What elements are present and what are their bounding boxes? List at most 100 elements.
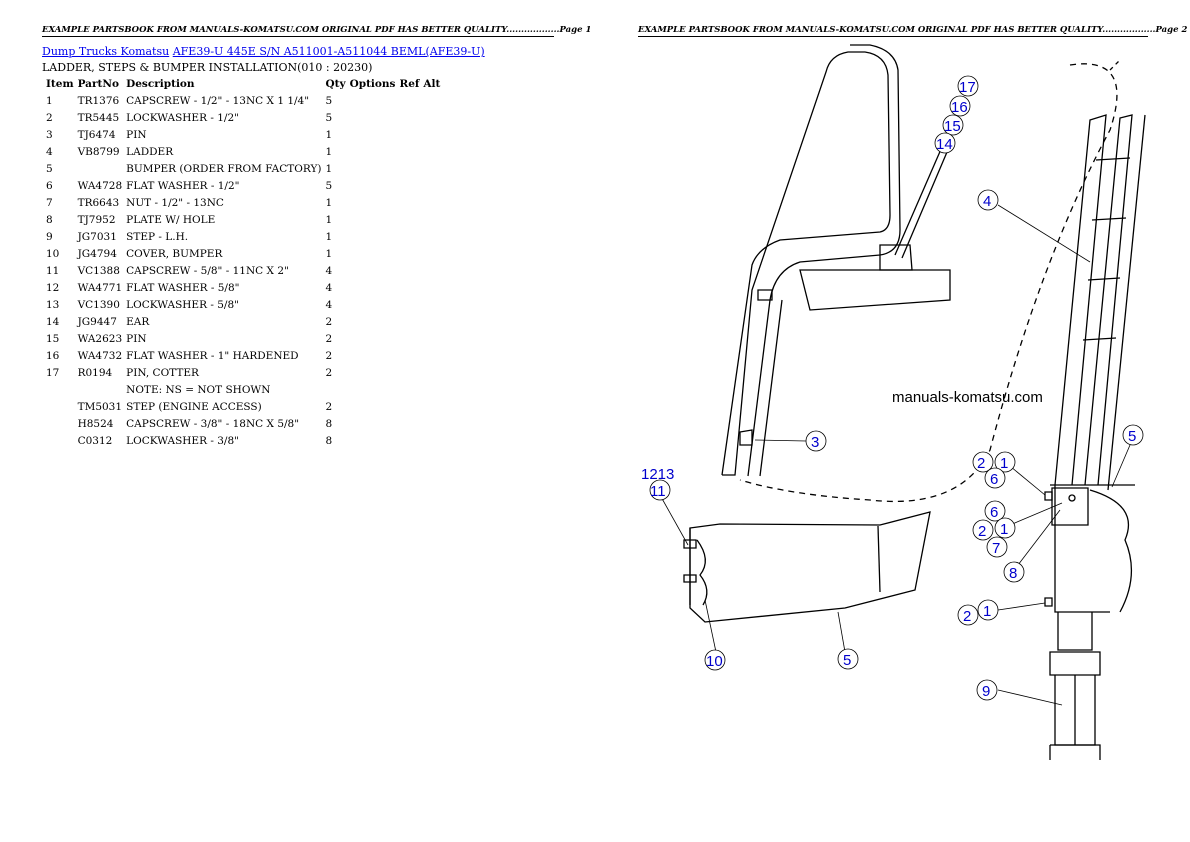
cell-partno: JG7031 bbox=[77, 230, 117, 243]
cell-empty bbox=[397, 262, 421, 279]
cell-empty bbox=[348, 194, 398, 211]
cell-partno: TR6643 bbox=[77, 196, 120, 209]
cell-empty bbox=[421, 92, 447, 109]
cell-empty bbox=[348, 126, 398, 143]
cell-qty: 4 bbox=[325, 281, 333, 294]
callout-numbers: 17 16 15 14 4 3 1213 11 10 5 5 2 1 6 6 2… bbox=[641, 79, 1136, 700]
cell-empty bbox=[421, 228, 447, 245]
callout-16: 16 bbox=[951, 99, 968, 116]
col-partno: PartNo bbox=[77, 78, 119, 90]
bumper-drawing bbox=[683, 511, 931, 623]
cell-item bbox=[44, 381, 76, 398]
cell-description: BUMPER (ORDER FROM FACTORY) bbox=[126, 162, 322, 175]
cell-qty: 1 bbox=[325, 213, 333, 226]
cell-empty bbox=[348, 364, 398, 381]
callout-2-middle: 2 bbox=[978, 523, 986, 540]
cell-partno: JG4794 bbox=[77, 247, 117, 260]
cell-qty: 2 bbox=[325, 400, 333, 413]
callout-1-upper: 1 bbox=[1000, 455, 1008, 472]
callout-5-bumper: 5 bbox=[843, 652, 851, 669]
cell-item: 13 bbox=[46, 298, 60, 311]
col-item: Item bbox=[46, 78, 74, 90]
cell-empty bbox=[397, 143, 421, 160]
cell-empty bbox=[397, 330, 421, 347]
cell-empty bbox=[348, 398, 398, 415]
col-description: Description bbox=[126, 78, 195, 90]
cell-qty: 1 bbox=[325, 247, 333, 260]
cell-partno: VB8799 bbox=[77, 145, 120, 158]
callout-12-13: 1213 bbox=[641, 466, 674, 483]
breadcrumb-link-model[interactable]: AFE39-U 445E S/N A511001-A511044 BEML(AF… bbox=[172, 45, 485, 58]
cell-partno bbox=[76, 381, 125, 398]
callout-2-upper: 2 bbox=[977, 455, 985, 472]
cell-empty bbox=[348, 160, 398, 177]
cell-partno: TR5445 bbox=[77, 111, 120, 124]
cell-empty bbox=[397, 296, 421, 313]
callout-2-lower: 2 bbox=[963, 608, 971, 625]
cell-partno: VC1390 bbox=[77, 298, 120, 311]
cell-item: 2 bbox=[46, 111, 53, 124]
cell-description: PIN, COTTER bbox=[126, 366, 199, 379]
cell-description: FLAT WASHER - 5/8" bbox=[126, 281, 240, 294]
cell-item: 12 bbox=[46, 281, 60, 294]
callout-9: 9 bbox=[982, 683, 990, 700]
cell-qty: 1 bbox=[325, 162, 333, 175]
cell-empty bbox=[397, 398, 421, 415]
cell-partno: H8524 bbox=[77, 417, 114, 430]
breadcrumb: Dump Trucks Komatsu AFE39-U 445E S/N A51… bbox=[42, 45, 485, 58]
cell-empty bbox=[397, 432, 421, 449]
cell-empty bbox=[421, 432, 447, 449]
cell-partno: WA4728 bbox=[77, 179, 123, 192]
cell-empty bbox=[348, 228, 398, 245]
cell-empty bbox=[397, 364, 421, 381]
cell-empty bbox=[397, 177, 421, 194]
cell-empty bbox=[348, 415, 398, 432]
table-row: NOTE: NS = NOT SHOWN bbox=[44, 381, 447, 398]
cell-empty bbox=[348, 296, 398, 313]
cell-partno: TJ7952 bbox=[77, 213, 116, 226]
callout-bubbles bbox=[649, 75, 1144, 701]
cell-empty bbox=[421, 109, 447, 126]
cell-qty: 4 bbox=[325, 298, 333, 311]
cell-empty bbox=[397, 109, 421, 126]
cell-item: 15 bbox=[46, 332, 60, 345]
cell-empty bbox=[397, 279, 421, 296]
cell-qty: 2 bbox=[325, 315, 333, 328]
ladder-step-drawing bbox=[1044, 114, 1146, 760]
cell-empty bbox=[348, 211, 398, 228]
cell-empty bbox=[397, 313, 421, 330]
cell-partno: R0194 bbox=[77, 366, 113, 379]
cell-description: STEP (ENGINE ACCESS) bbox=[126, 400, 262, 413]
cell-partno: TM5031 bbox=[77, 400, 123, 413]
callout-3: 3 bbox=[811, 434, 819, 451]
callout-6-middle: 6 bbox=[990, 504, 998, 521]
cell-empty bbox=[348, 245, 398, 262]
cell-description: EAR bbox=[126, 315, 150, 328]
cell-empty bbox=[397, 347, 421, 364]
ladder-handrail-drawing bbox=[721, 44, 1121, 503]
cell-qty: 1 bbox=[325, 128, 333, 141]
callout-17: 17 bbox=[959, 79, 976, 96]
cell-empty bbox=[348, 279, 398, 296]
cell-qty: 1 bbox=[325, 196, 333, 209]
cell-description: LOCKWASHER - 5/8" bbox=[126, 298, 239, 311]
cell-qty: 8 bbox=[325, 417, 333, 430]
cell-empty bbox=[421, 143, 447, 160]
cell-empty bbox=[348, 109, 398, 126]
cell-empty bbox=[397, 211, 421, 228]
page-2-header: EXAMPLE PARTSBOOK FROM MANUALS-KOMATSU.C… bbox=[638, 25, 1188, 37]
callout-8: 8 bbox=[1009, 565, 1017, 582]
breadcrumb-link-dump-trucks[interactable]: Dump Trucks Komatsu bbox=[42, 45, 170, 58]
